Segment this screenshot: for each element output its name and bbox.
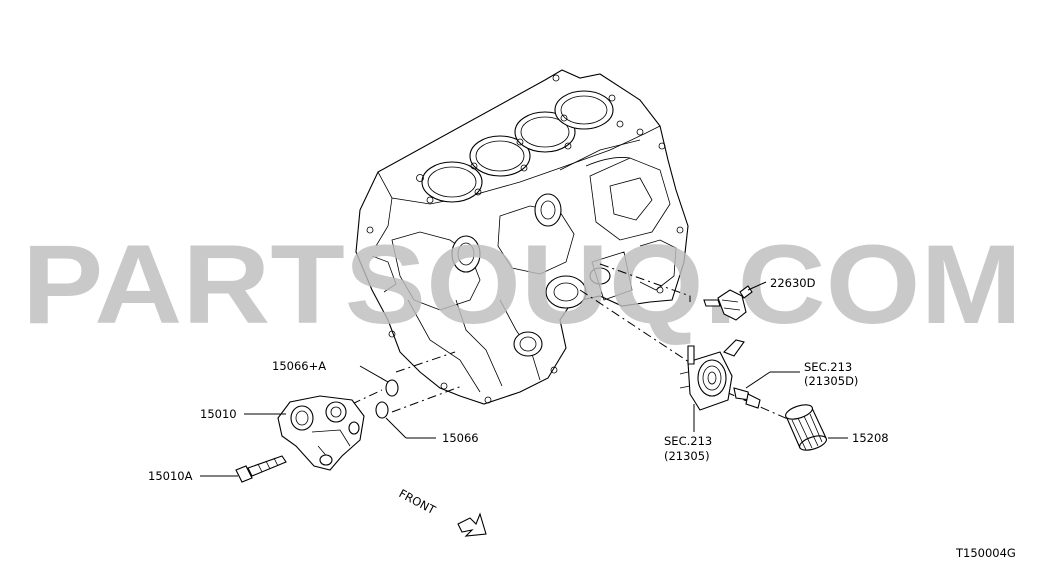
seal-15066[interactable] (375, 401, 389, 419)
callout-22630D: 22630D (770, 276, 816, 290)
front-label: FRONT (397, 486, 439, 517)
seal-15066A[interactable] (385, 379, 399, 397)
bolt-15010A[interactable] (235, 455, 287, 483)
oil-filter-15208[interactable] (784, 402, 828, 453)
callout-21305D: (21305D) (804, 374, 858, 388)
oil-cooler[interactable] (679, 339, 745, 411)
connector-21305D[interactable] (733, 387, 761, 409)
callout-21305: (21305) (664, 449, 710, 463)
watermark-text: PARTSOUQ.COM (22, 222, 1022, 347)
diagram-code: T150004G (955, 546, 1016, 560)
engine-block[interactable] (355, 69, 689, 405)
callout-sec213-lower: SEC.213 (664, 434, 712, 448)
cylinder-bores (421, 90, 614, 203)
callout-15066: 15066 (442, 431, 479, 445)
callout-15010A: 15010A (148, 469, 193, 483)
callout-sec213-upper: SEC.213 (804, 360, 852, 374)
oil-pump-15010[interactable] (277, 395, 365, 471)
callout-15066A: 15066+A (272, 359, 326, 373)
sensor-22630D[interactable] (703, 285, 753, 321)
callout-15010: 15010 (200, 407, 237, 421)
callout-15208: 15208 (852, 431, 889, 445)
front-arrow-icon (457, 512, 487, 537)
